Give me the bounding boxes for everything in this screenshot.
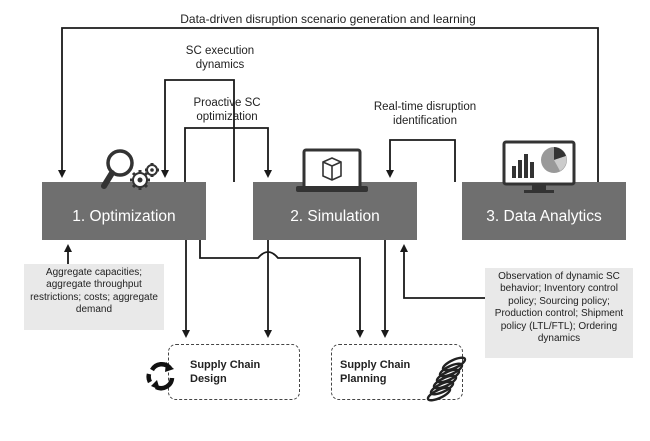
analytics-label: 3. Data Analytics [486, 208, 602, 225]
right-note-arrow [400, 244, 485, 299]
magnifier-gears-icon [101, 149, 159, 190]
realtime-label: Real-time disruption identification [373, 101, 477, 127]
supply-chain-design-box [168, 344, 300, 400]
opt-planning-arrow [199, 240, 364, 338]
supply-chain-planning-label: Supply Chain Planning [340, 359, 411, 385]
monitor-charts-icon [502, 140, 576, 193]
recycle-arrows-icon [146, 362, 175, 391]
optimization-box: 1. Optimization [42, 182, 206, 240]
left-note: Aggregate capacities; aggregate throughp… [24, 264, 164, 330]
spring-coil-icon [426, 356, 467, 402]
optimization-label: 1. Optimization [72, 208, 176, 225]
right-note: Observation of dynamic SC behavior; Inve… [485, 268, 633, 358]
loop-arrow [58, 27, 599, 182]
proactive-label: Proactive SC optimization [193, 97, 261, 123]
proactive-arrow [184, 127, 272, 182]
laptop-cube-icon [296, 148, 368, 192]
simulation-label: 2. Simulation [290, 208, 380, 225]
sc-execution-label: SC execution dynamics [185, 45, 255, 71]
supply-chain-design-label: Supply Chain Design [190, 359, 261, 385]
realtime-arrow [386, 139, 456, 182]
sc-execution-arrow [161, 79, 235, 182]
top-loop-label: Data-driven disruption scenario generati… [180, 12, 476, 26]
